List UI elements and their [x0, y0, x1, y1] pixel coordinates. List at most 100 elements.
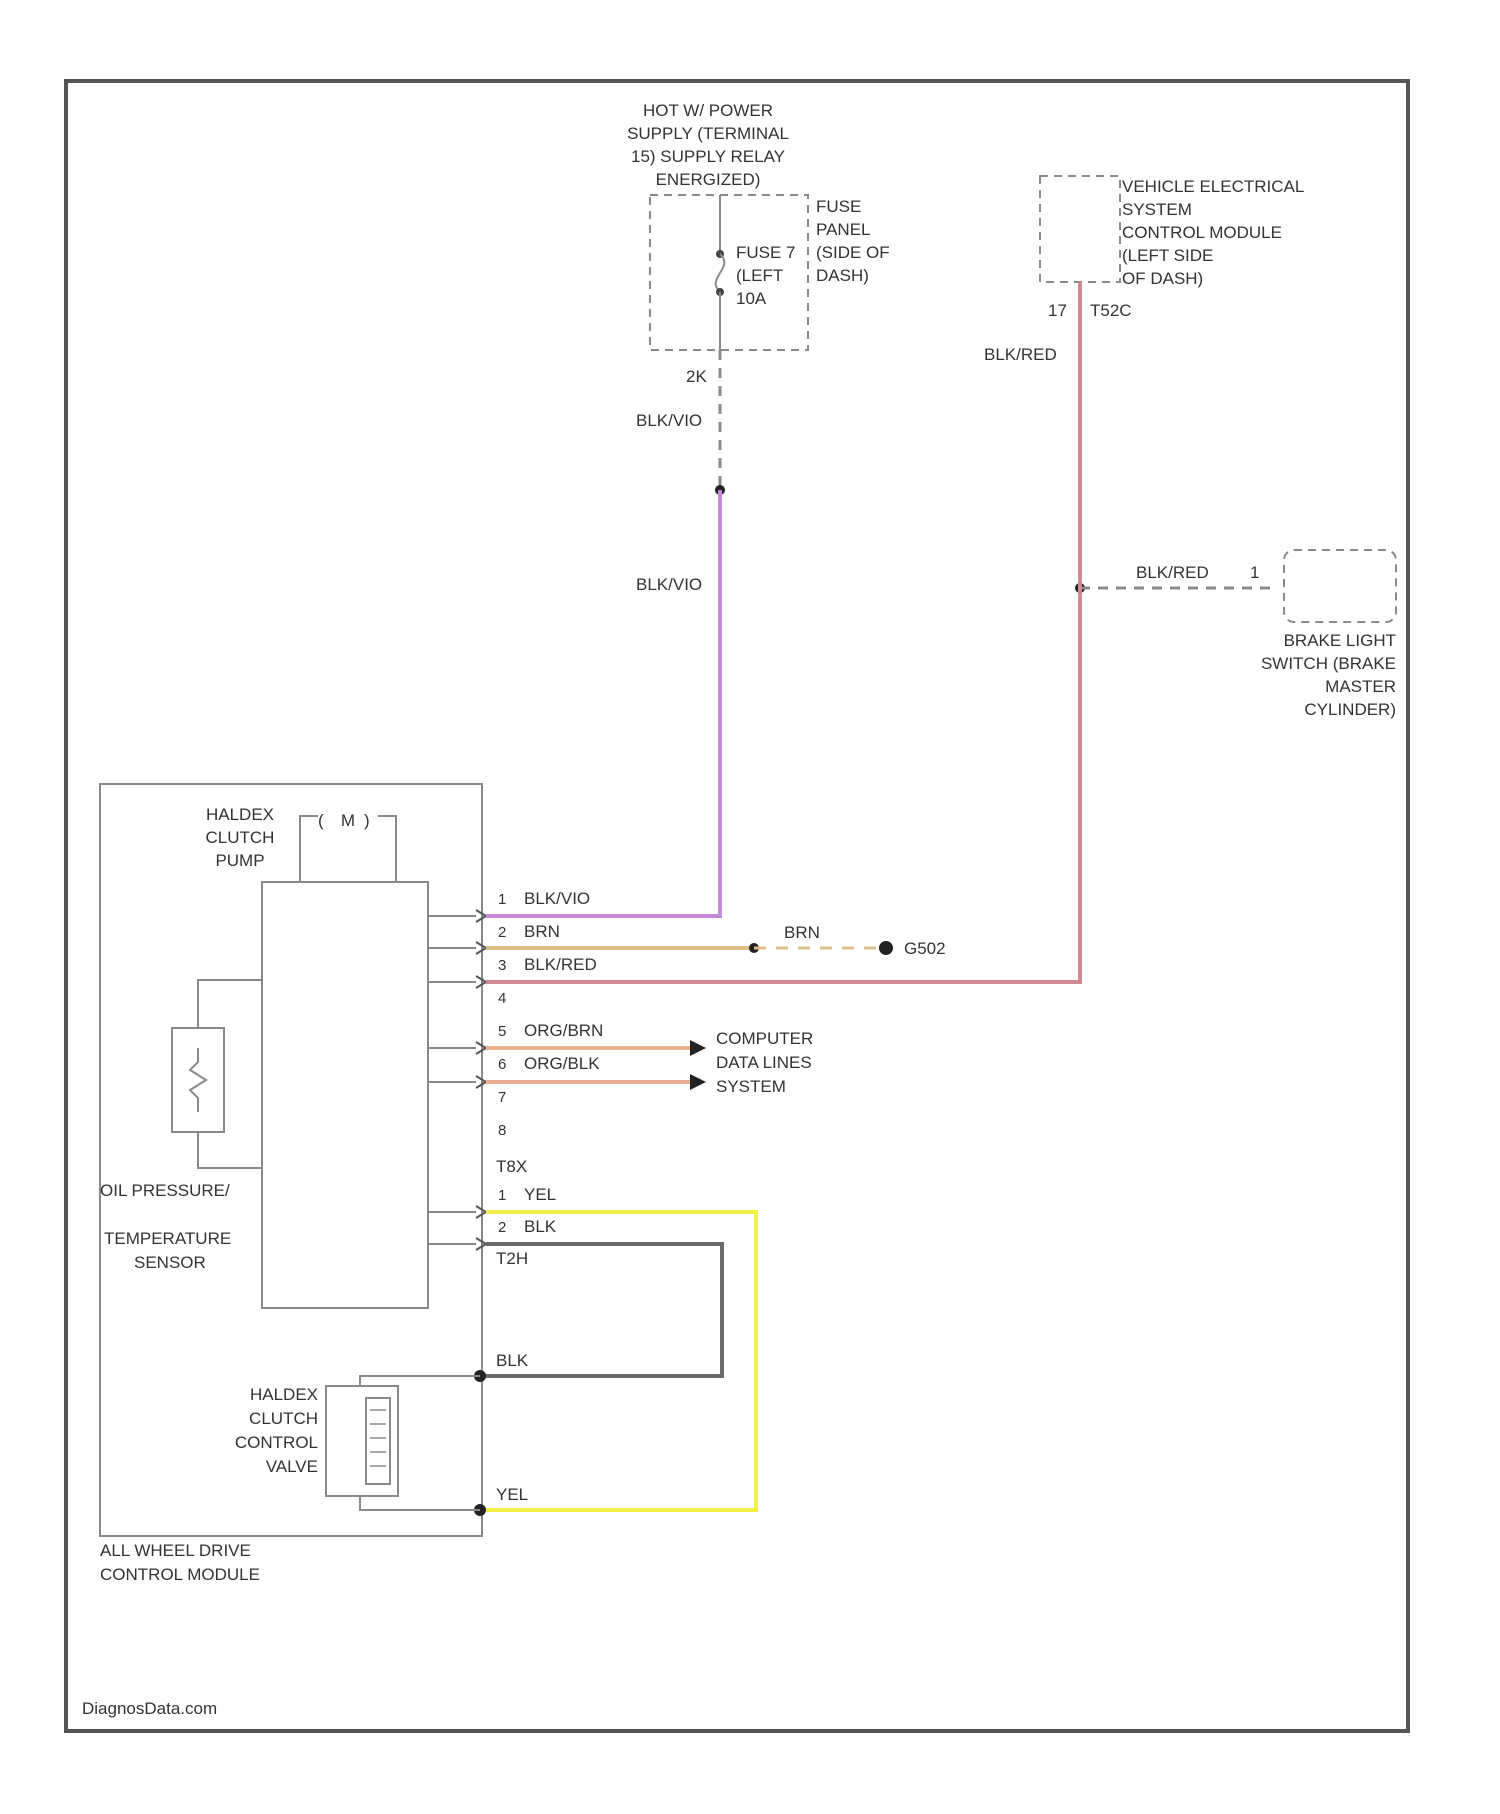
- svg-text:ENERGIZED): ENERGIZED): [656, 170, 761, 189]
- t8x-pins: 1 BLK/VIO 2 BRN 3 BLK/RED 4 5 ORG/BRN 6 …: [498, 889, 603, 1139]
- brake-switch-box: [1284, 550, 1396, 622]
- svg-text:ORG/BRN: ORG/BRN: [524, 1021, 603, 1040]
- svg-text:MASTER: MASTER: [1325, 677, 1396, 696]
- svg-text:6: 6: [498, 1056, 506, 1073]
- computer-data-lines-label: COMPUTER DATA LINES SYSTEM: [716, 1029, 813, 1096]
- connector-t8x-label: T8X: [496, 1157, 527, 1176]
- svg-text:5: 5: [498, 1023, 506, 1040]
- svg-text:BLK/VIO: BLK/VIO: [524, 889, 590, 908]
- motor-symbol: M: [341, 811, 355, 830]
- wire-label-blk-red-upper: BLK/RED: [984, 345, 1057, 364]
- sensor-symbol: [190, 1048, 206, 1112]
- valve-coil: [366, 1398, 390, 1484]
- svg-text:SYSTEM: SYSTEM: [1122, 200, 1192, 219]
- awd-module-label: ALL WHEEL DRIVE CONTROL MODULE: [100, 1541, 260, 1584]
- svg-text:1: 1: [498, 1187, 506, 1204]
- valve-lead-yel: [360, 1496, 480, 1510]
- wire-label-blk-vio-upper: BLK/VIO: [636, 411, 702, 430]
- svg-text:CLUTCH: CLUTCH: [206, 828, 275, 847]
- svg-text:OF DASH): OF DASH): [1122, 269, 1203, 288]
- svg-text:YEL: YEL: [524, 1185, 556, 1204]
- svg-text:CONTROL MODULE: CONTROL MODULE: [1122, 223, 1282, 242]
- wire-label-blk-vio-lower: BLK/VIO: [636, 575, 702, 594]
- wire-label-blk-red-lower: BLK/RED: [1136, 563, 1209, 582]
- svg-text:(LEFT: (LEFT: [736, 266, 783, 285]
- svg-text:2: 2: [498, 924, 506, 941]
- svg-text:ALL WHEEL DRIVE: ALL WHEEL DRIVE: [100, 1541, 251, 1560]
- arrow-org-blk: [690, 1074, 706, 1090]
- svg-text:(LEFT SIDE: (LEFT SIDE: [1122, 246, 1213, 265]
- svg-text:10A: 10A: [736, 289, 767, 308]
- vecm-box: [1040, 176, 1120, 282]
- brake-pin-label: 1: [1250, 563, 1259, 582]
- motor-symbol-right-paren: ): [364, 811, 370, 830]
- svg-text:CONTROL: CONTROL: [235, 1433, 318, 1452]
- svg-text:HALDEX: HALDEX: [206, 805, 274, 824]
- svg-text:OIL PRESSURE/: OIL PRESSURE/: [100, 1181, 230, 1200]
- svg-text:3: 3: [498, 957, 506, 974]
- diagram-frame: [66, 81, 1408, 1731]
- valve-lead-blk: [360, 1376, 480, 1386]
- sensor-lead-bottom: [198, 1132, 262, 1168]
- valve-label: HALDEX CLUTCH CONTROL VALVE: [235, 1385, 318, 1476]
- svg-text:FUSE: FUSE: [816, 197, 861, 216]
- svg-text:SWITCH (BRAKE: SWITCH (BRAKE: [1261, 654, 1396, 673]
- svg-text:SENSOR: SENSOR: [134, 1253, 206, 1272]
- wire-blk-red: [486, 282, 1080, 982]
- fuse-element: [716, 254, 725, 292]
- wire-label-yel: YEL: [496, 1485, 528, 1504]
- wire-blk-vio: [486, 490, 720, 916]
- svg-text:HOT W/ POWER: HOT W/ POWER: [643, 101, 773, 120]
- sensor-box: [172, 1028, 224, 1132]
- svg-text:CLUTCH: CLUTCH: [249, 1409, 318, 1428]
- motor-symbol-left-paren: (: [318, 811, 324, 830]
- ground-label: G502: [904, 939, 946, 958]
- svg-text:4: 4: [498, 990, 506, 1007]
- svg-text:SUPPLY (TERMINAL: SUPPLY (TERMINAL: [627, 124, 789, 143]
- svg-text:BLK: BLK: [524, 1217, 557, 1236]
- valve-box: [326, 1386, 398, 1496]
- svg-text:FUSE 7: FUSE 7: [736, 243, 796, 262]
- fuse-label: FUSE 7 (LEFT 10A: [736, 243, 796, 308]
- sensor-lead-top: [198, 980, 262, 1028]
- svg-text:COMPUTER: COMPUTER: [716, 1029, 813, 1048]
- power-supply-label: HOT W/ POWER SUPPLY (TERMINAL 15) SUPPLY…: [627, 101, 789, 189]
- svg-text:VEHICLE ELECTRICAL: VEHICLE ELECTRICAL: [1122, 177, 1304, 196]
- svg-text:VALVE: VALVE: [266, 1457, 318, 1476]
- fuse-panel-label: FUSE PANEL (SIDE OF DASH): [816, 197, 890, 285]
- svg-text:PUMP: PUMP: [215, 851, 264, 870]
- arrow-org-brn: [690, 1040, 706, 1056]
- vecm-label: VEHICLE ELECTRICAL SYSTEM CONTROL MODULE…: [1122, 177, 1304, 288]
- svg-text:BRN: BRN: [524, 922, 560, 941]
- svg-text:2: 2: [498, 1219, 506, 1236]
- valve-coil-winding: [370, 1410, 386, 1466]
- svg-text:DASH): DASH): [816, 266, 869, 285]
- wire-label-blk: BLK: [496, 1351, 529, 1370]
- sensor-label: OIL PRESSURE/ TEMPERATURE SENSOR: [100, 1181, 231, 1272]
- brake-switch-label: BRAKE LIGHT SWITCH (BRAKE MASTER CYLINDE…: [1261, 631, 1396, 719]
- svg-text:PANEL: PANEL: [816, 220, 871, 239]
- svg-text:7: 7: [498, 1089, 506, 1106]
- svg-text:CYLINDER): CYLINDER): [1304, 700, 1396, 719]
- svg-text:ORG/BLK: ORG/BLK: [524, 1054, 600, 1073]
- svg-text:SYSTEM: SYSTEM: [716, 1077, 786, 1096]
- svg-text:TEMPERATURE: TEMPERATURE: [104, 1229, 231, 1248]
- svg-text:HALDEX: HALDEX: [250, 1385, 318, 1404]
- svg-text:1: 1: [498, 891, 506, 908]
- svg-text:BRAKE LIGHT: BRAKE LIGHT: [1284, 631, 1396, 650]
- svg-text:15) SUPPLY RELAY: 15) SUPPLY RELAY: [631, 147, 785, 166]
- t8x-internal-leads: [428, 916, 476, 1244]
- vecm-pin-label: 17: [1048, 301, 1067, 320]
- vecm-connector-label: T52C: [1090, 301, 1132, 320]
- brn-splice-label: BRN: [784, 923, 820, 942]
- connector-2k-label: 2K: [686, 367, 707, 386]
- pump-label: HALDEX CLUTCH PUMP: [206, 805, 275, 870]
- svg-text:(SIDE OF: (SIDE OF: [816, 243, 890, 262]
- svg-text:DATA LINES: DATA LINES: [716, 1053, 812, 1072]
- fuse-panel-box: [650, 195, 808, 350]
- controller-block: [262, 882, 428, 1308]
- watermark: DiagnosData.com: [82, 1699, 217, 1718]
- ground-point: [879, 941, 893, 955]
- svg-text:8: 8: [498, 1122, 506, 1139]
- svg-text:CONTROL MODULE: CONTROL MODULE: [100, 1565, 260, 1584]
